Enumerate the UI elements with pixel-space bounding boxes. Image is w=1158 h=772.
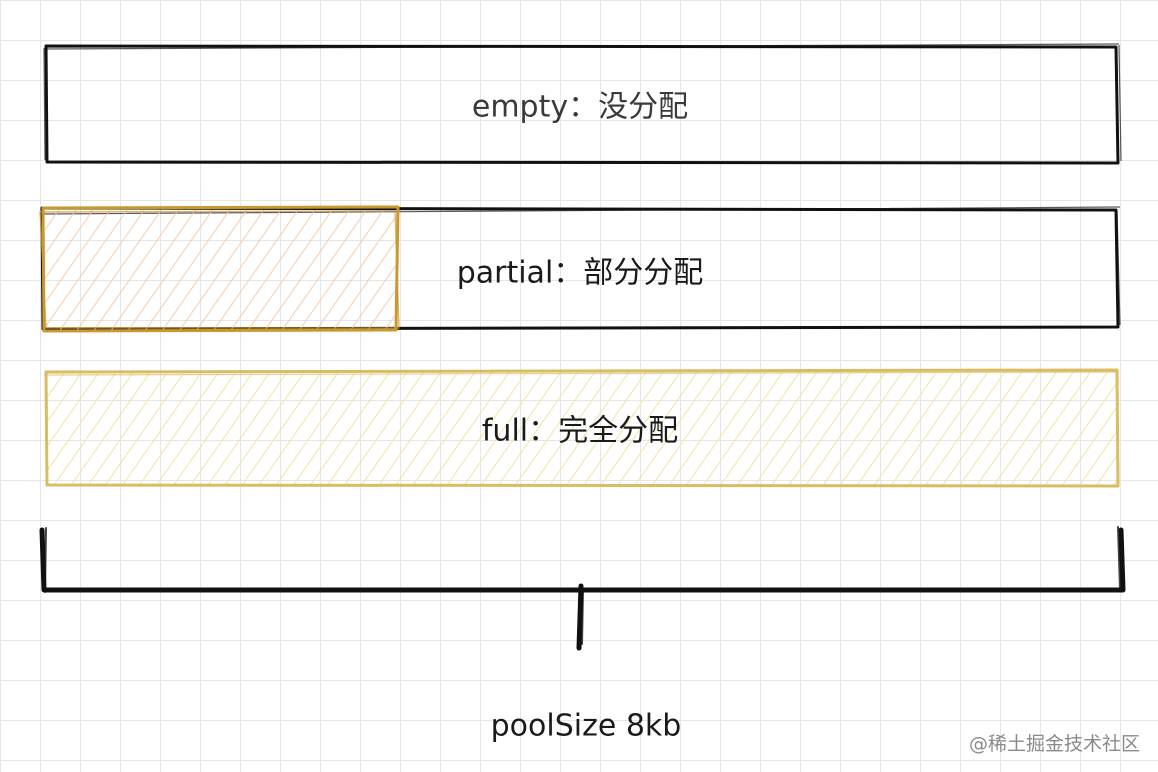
watermark: @稀土掘金技术社区	[968, 733, 1140, 755]
empty-block: empty：没分配	[43, 43, 1122, 165]
full-block-allocated-segment	[47, 372, 1117, 485]
pool-size-bracket	[39, 526, 1126, 651]
full-block-label: full：完全分配	[482, 414, 678, 449]
partial-block-label: partial：部分分配	[457, 256, 704, 291]
partial-block-allocated-segment	[45, 210, 397, 330]
partial-block: partial：部分分配	[39, 205, 1121, 333]
empty-block-label: empty：没分配	[472, 90, 688, 125]
pool-size-label: poolSize 8kb	[491, 709, 682, 744]
full-block: full：完全分配	[43, 368, 1120, 488]
